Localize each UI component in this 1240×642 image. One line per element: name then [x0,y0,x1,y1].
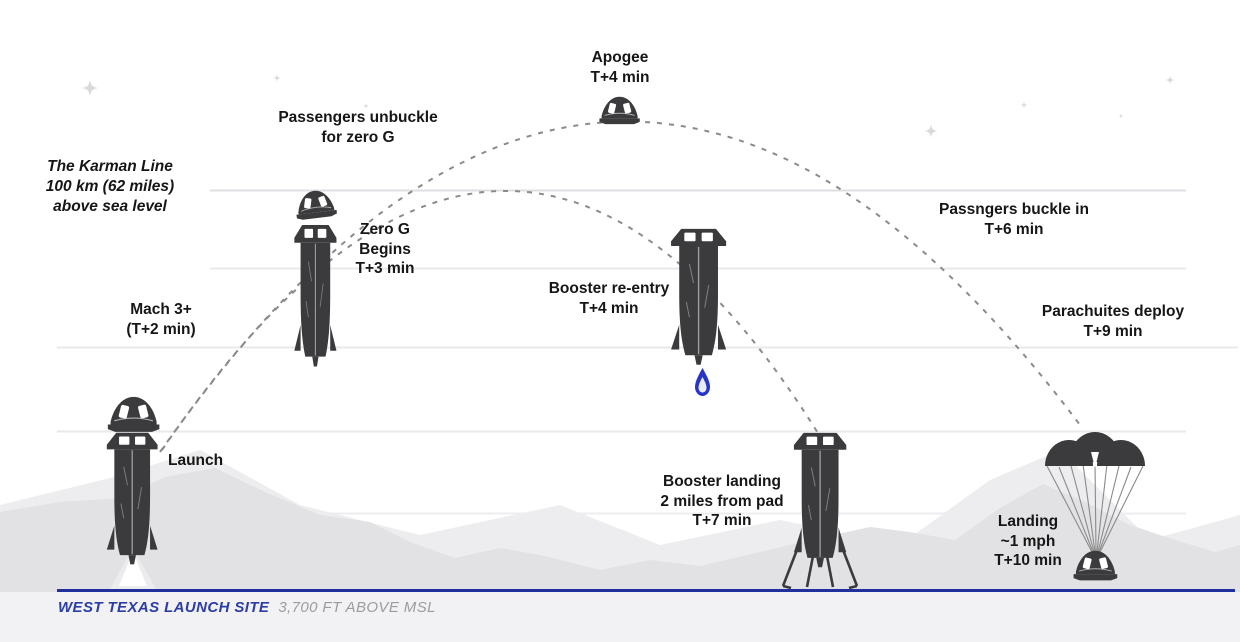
label-passengers-buckle: Passngers buckle in T+6 min [939,201,1089,238]
parachute-capsule-icon [1045,432,1145,581]
label-booster-landing: Booster landing 2 miles from pad T+7 min [660,473,784,529]
star-icon [1165,75,1175,85]
trajectory-booster-arc [161,190,822,451]
label-karman-line: The Karman Line 100 km (62 miles) above … [45,158,175,215]
apogee-capsule-icon [598,96,641,125]
ground-line [57,589,1235,592]
star-icon [924,124,938,138]
star-icon [1020,101,1028,109]
label-parachutes-deploy: Parachuites deploy T+9 min [1041,303,1185,340]
label-zero-g: Zero G Begins T+3 min [355,221,415,277]
label-booster-reentry: Booster re-entry T+4 min [548,280,670,317]
separated-booster-icon [293,224,338,368]
reentry-flame-icon [695,368,710,396]
label-launch: Launch [168,452,224,469]
shroud-lines [1046,461,1144,553]
label-apogee: Apogee T+4 min [590,49,650,86]
parachute-canopy-icon [1045,432,1145,468]
label-passengers-unbuckle: Passengers unbuckle for zero G [278,109,438,146]
star-icon [1118,113,1124,119]
footer-caption: WEST TEXAS LAUNCH SITE 3,700 FT ABOVE MS… [58,599,436,616]
star-icon [273,74,281,82]
mountain-silhouette [0,468,1240,592]
trajectory-capsule-arc [159,120,1081,453]
launch-site-elevation: 3,700 FT ABOVE MSL [278,599,436,616]
label-mach-3: Mach 3+ (T+2 min) [126,301,196,338]
booster-landing-icon [781,432,859,590]
separated-capsule-icon [293,187,338,221]
booster-reentry-icon [670,228,727,366]
launch-site-name: WEST TEXAS LAUNCH SITE [58,599,270,616]
star-icon [82,80,98,96]
exhaust-plume-icon [110,548,156,589]
footer-strip [0,592,1240,642]
label-landing: Landing ~1 mph T+10 min [994,513,1062,569]
